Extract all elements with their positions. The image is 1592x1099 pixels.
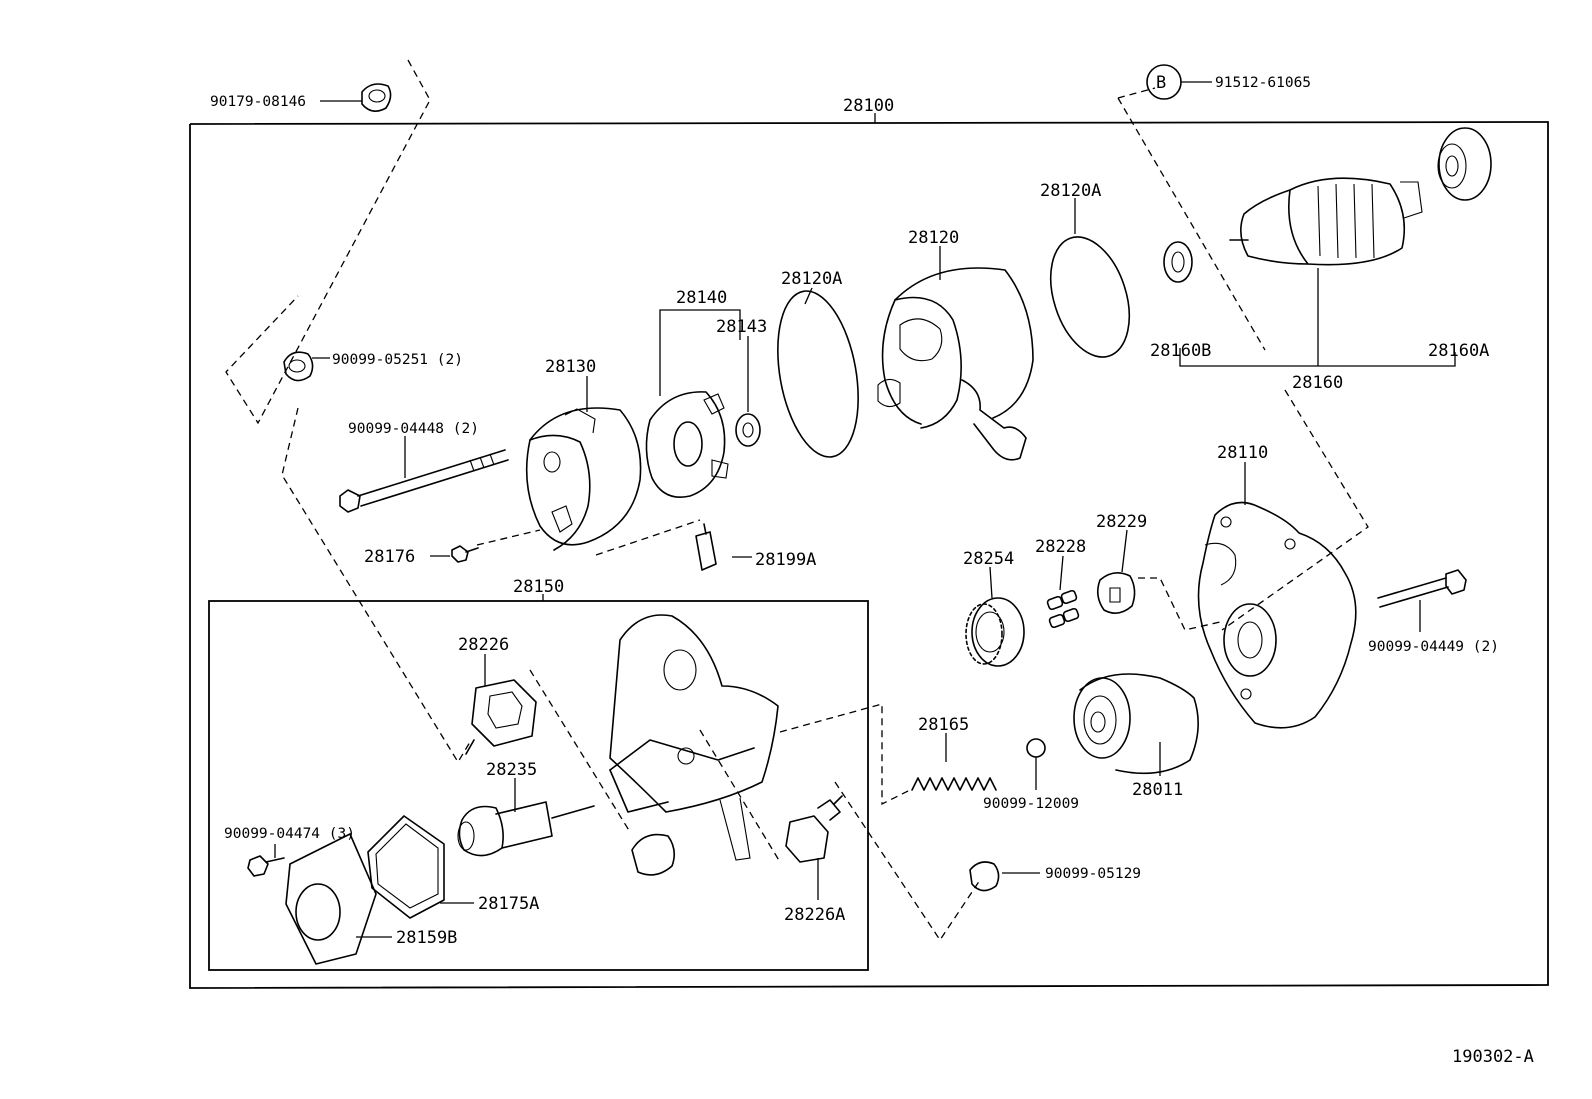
label-28120A-left: 28120A	[781, 269, 842, 289]
through-bolt-90099-04448	[339, 449, 509, 513]
label-28235: 28235	[486, 760, 537, 780]
armature-28160	[1229, 177, 1423, 266]
plunger-28235	[457, 801, 595, 857]
assembly-frame-28100	[189, 113, 1549, 989]
screw-90099-04474	[247, 855, 285, 877]
label-28011: 28011	[1132, 780, 1183, 800]
label-28130: 28130	[545, 357, 596, 377]
idler-gear-28254	[965, 597, 1025, 667]
sub-assembly-frame-28150	[208, 594, 869, 971]
label-28228: 28228	[1035, 537, 1086, 557]
clutch-28011	[1073, 673, 1199, 775]
end-cover-28130	[525, 407, 642, 551]
nut-90179-08146	[361, 83, 392, 112]
label-28160B: 28160B	[1150, 341, 1211, 361]
label-28120: 28120	[908, 228, 959, 248]
gasket-28175A	[367, 815, 445, 919]
spring-28165	[911, 777, 997, 791]
label-90099-05129: 90099-05129	[1045, 866, 1141, 882]
bolt-90099-04449	[1377, 569, 1467, 608]
label-90099-12009: 90099-12009	[983, 796, 1079, 812]
label-28143: 28143	[716, 317, 767, 337]
label-28140: 28140	[676, 288, 727, 308]
nut-90099-05129	[969, 861, 1000, 892]
o-ring-28120A-left	[777, 290, 859, 458]
label-28160A: 28160A	[1428, 341, 1489, 361]
cover-28159B	[285, 833, 377, 965]
label-90099-04474: 90099-04474 (3)	[224, 826, 355, 842]
label-90179-08146: 90179-08146	[210, 94, 306, 110]
rollers-28228	[1046, 589, 1080, 629]
figure-code: 190302-A	[1452, 1047, 1534, 1067]
label-28199A: 28199A	[755, 550, 816, 570]
dashed-alignment-lines	[225, 59, 1369, 942]
terminal-28226	[465, 679, 537, 755]
label-marker-b: B	[1156, 73, 1166, 93]
terminal-28226A	[785, 795, 843, 863]
label-28160: 28160	[1292, 373, 1343, 393]
label-28120A-right: 28120A	[1040, 181, 1101, 201]
label-28226A: 28226A	[784, 905, 845, 925]
label-90099-04448: 90099-04448 (2)	[348, 421, 479, 437]
label-28100: 28100	[843, 96, 894, 116]
label-28150: 28150	[513, 577, 564, 597]
label-28176: 28176	[364, 547, 415, 567]
label-28110: 28110	[1217, 443, 1268, 463]
housing-28110	[1197, 501, 1357, 729]
label-28254: 28254	[963, 549, 1014, 569]
label-28159B: 28159B	[396, 928, 457, 948]
pin-28199A	[695, 523, 717, 571]
drive-housing-28150	[609, 614, 779, 876]
label-90099-05251: 90099-05251 (2)	[332, 352, 463, 368]
leader-lines	[274, 100, 1421, 938]
nut-90099-05251	[283, 351, 314, 382]
bearing-28143	[735, 413, 761, 447]
label-90099-04449: 90099-04449 (2)	[1368, 639, 1499, 655]
retainer-28229	[1096, 572, 1136, 614]
label-91512-61065: 91512-61065	[1215, 75, 1311, 91]
o-ring-28120A-right	[1049, 236, 1131, 358]
label-28175A: 28175A	[478, 894, 539, 914]
label-28226: 28226	[458, 635, 509, 655]
reference-marker-b	[1146, 64, 1212, 100]
brush-holder-28140	[645, 391, 729, 498]
label-28229: 28229	[1096, 512, 1147, 532]
bearing-28160A	[1437, 127, 1492, 201]
screw-28176	[451, 545, 479, 563]
label-28165: 28165	[918, 715, 969, 735]
yoke-28120	[877, 267, 1034, 461]
ball-90099-12009	[1026, 738, 1046, 758]
bearing-28160B	[1163, 241, 1193, 283]
